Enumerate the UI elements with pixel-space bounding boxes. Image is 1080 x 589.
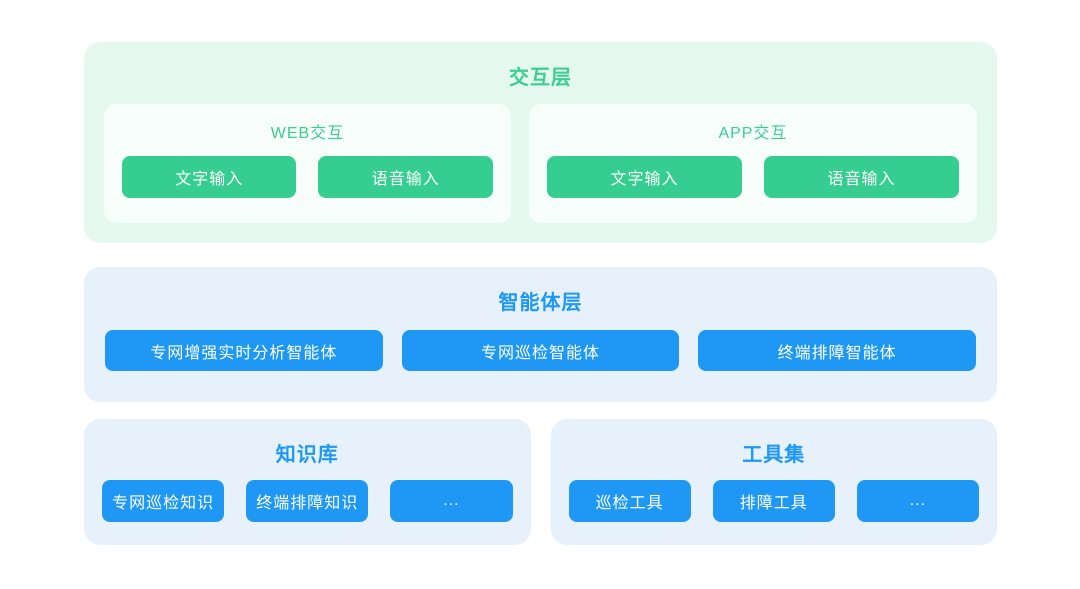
block-private-net-realtime-analysis-agent: 专网增强实时分析智能体	[105, 330, 383, 371]
block-tools-more-ellipsis: ...	[856, 480, 980, 522]
bottom-row: 知识库 专网巡检知识 终端排障知识 ... 工具集 巡检工具 排障工具 ...	[84, 419, 997, 545]
web-interaction-title: WEB交互	[270, 125, 345, 142]
agent-layer: 智能体层 专网增强实时分析智能体 专网巡检智能体 终端排障智能体	[84, 267, 997, 402]
block-web-text-input: 文字输入	[122, 156, 297, 198]
app-chips-row: 文字输入 语音输入	[529, 143, 977, 223]
block-private-net-inspection-agent: 专网巡检智能体	[401, 330, 680, 371]
agent-chips-row: 专网增强实时分析智能体 专网巡检智能体 终端排障智能体	[84, 315, 997, 391]
block-terminal-troubleshooting-knowledge: 终端排障知识	[246, 480, 369, 522]
block-web-voice-input: 语音输入	[318, 156, 493, 198]
block-private-net-inspection-knowledge: 专网巡检知识	[102, 480, 225, 522]
block-troubleshooting-tool: 排障工具	[712, 480, 835, 522]
app-interaction-panel: APP交互 文字输入 语音输入	[528, 104, 977, 223]
block-inspection-tool: 巡检工具	[568, 480, 691, 522]
block-app-voice-input: 语音输入	[763, 156, 960, 198]
block-terminal-troubleshooting-agent: 终端排障智能体	[698, 330, 977, 371]
interaction-panels-row: WEB交互 文字输入 语音输入 APP交互 文字输入 语音输入	[104, 104, 977, 223]
knowledge-base-layer: 知识库 专网巡检知识 终端排障知识 ...	[84, 419, 531, 545]
knowledge-base-title: 知识库	[275, 444, 339, 466]
web-chips-row: 文字输入 语音输入	[104, 143, 511, 223]
interaction-layer-title: 交互层	[509, 67, 572, 89]
block-knowledge-more-ellipsis: ...	[390, 480, 513, 522]
tool-set-layer: 工具集 巡检工具 排障工具 ...	[550, 419, 998, 545]
tools-chips-row: 巡检工具 排障工具 ...	[551, 467, 998, 540]
knowledge-chips-row: 专网巡检知识 终端排障知识 ...	[84, 467, 531, 540]
app-interaction-title: APP交互	[718, 125, 788, 142]
interaction-layer: 交互层 WEB交互 文字输入 语音输入 APP交互 文字输入 语音输入	[84, 42, 997, 243]
agent-layer-title: 智能体层	[498, 292, 583, 314]
web-interaction-panel: WEB交互 文字输入 语音输入	[104, 104, 511, 223]
block-app-text-input: 文字输入	[546, 156, 742, 198]
tool-set-title: 工具集	[742, 444, 806, 466]
